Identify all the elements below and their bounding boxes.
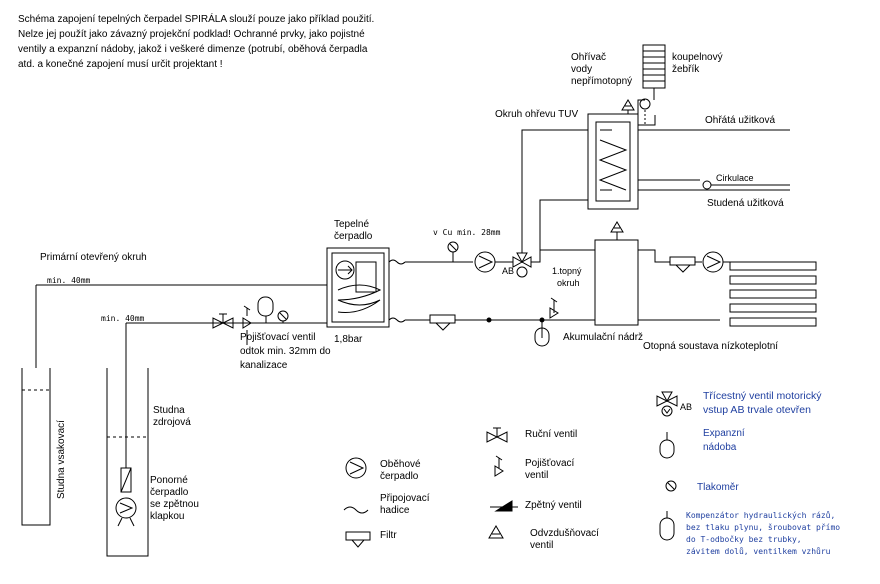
legend-hose-icon — [343, 506, 369, 514]
legend-odvzdusnovaci-2: ventil — [530, 540, 554, 551]
legend-pripojovaci: Připojovací — [380, 493, 430, 504]
legend-vent-icon — [488, 525, 504, 539]
legend-kompenzator-1: Kompenzátor hydraulických rázů, — [686, 511, 836, 520]
note-line-3: ventily a expanzní nádoby, jakož i veške… — [18, 44, 368, 55]
legend-expanzni-2: nádoba — [703, 442, 737, 453]
legend-kompenzator-4: závitem dolů, ventilkem vzhůru — [686, 547, 831, 556]
legend-pripojovaci-2: hadice — [380, 505, 410, 516]
legend-trojcestny-2: vstup AB trvale otevřen — [703, 404, 811, 416]
label-vcu: v Cu min. 28mm — [433, 228, 501, 237]
expanzni-nadoba-icon — [257, 296, 274, 317]
label-zdrojova: zdrojová — [153, 417, 191, 428]
odvzdusnovaci-tank-icon — [610, 221, 624, 233]
label-okruh-tuv: Okruh ohřevu TUV — [495, 109, 579, 120]
label-ohrata: Ohřátá užitková — [705, 115, 776, 126]
label-otopna: Otopná soustava nízkoteplotní — [643, 341, 779, 352]
label-ab: AB — [502, 266, 515, 276]
odvzdusnovaci-top-icon — [621, 99, 635, 111]
legend-filter-icon — [345, 531, 371, 541]
legend-obehove: Oběhové — [380, 459, 421, 470]
pojistovaci-ventil-icon — [242, 317, 252, 329]
label-studena: Studená užitková — [707, 198, 784, 209]
legend-pojistovaci: Pojišťovací — [525, 458, 575, 469]
label-tepelne: Tepelné — [334, 219, 370, 230]
filtr-icon — [429, 314, 456, 324]
legend-expansion-icon — [659, 439, 675, 459]
ponorne-cerpadlo-icon — [115, 497, 137, 519]
label-studna-vsak: Studna vsakovací — [56, 420, 67, 499]
label-se-zpetnou: se zpětnou — [150, 499, 199, 510]
label-pojist-3: kanalizace — [240, 360, 288, 371]
koupelnovy-zebrik — [642, 44, 666, 100]
label-primarni: Primární otevřený okruh — [40, 252, 147, 263]
ponorne-cerpadlo-checkvalve-icon — [120, 467, 132, 493]
label-neprimotopny: nepřímotopný — [571, 76, 633, 87]
legend-compensator-icon — [659, 517, 675, 541]
legend-kompenzator-2: bez tlaku plynu, šroubovat přímo — [686, 523, 841, 532]
label-topny: 1.topný — [552, 266, 582, 276]
label-pojist-2: odtok min. 32mm do — [240, 346, 331, 357]
tepelne-cerpadlo — [312, 247, 406, 328]
label-ohrivac: Ohřívač — [571, 52, 607, 63]
legend-odvzdusnovaci: Odvzdušňovací — [530, 528, 599, 539]
legend-safety-valve-icon — [494, 465, 504, 477]
label-cirkulace: Cirkulace — [716, 173, 754, 183]
label-akumulacni: Akumulační nádrž — [563, 332, 644, 343]
legend-trojcestny: Třícestný ventil motorický — [703, 390, 822, 402]
vsakovaci-well — [21, 284, 312, 526]
legend-hand-valve-icon — [486, 431, 508, 443]
legend-pojistovaci-2: ventil — [525, 470, 549, 481]
akumulacni-nadrz — [594, 221, 730, 326]
label-vody: vody — [571, 64, 593, 75]
legend-3way-valve-icon — [656, 395, 678, 407]
legend-zpetny: Zpětný ventil — [525, 500, 582, 511]
label-okruh: okruh — [557, 278, 580, 288]
label-zebrik: žebřík — [672, 64, 700, 75]
otopna-soustava — [729, 261, 817, 327]
legend-ab: AB — [680, 402, 693, 412]
label-bar: 1,8bar — [334, 334, 363, 345]
return-piping — [405, 297, 595, 347]
label-cerpadlo: čerpadlo — [334, 231, 373, 242]
legend-icons — [343, 391, 678, 548]
legend-gauge-icon — [665, 480, 677, 492]
label-pojist-1: Pojišťovací ventil — [240, 332, 316, 343]
label-ponorne: Ponorné — [150, 475, 188, 486]
ohrivac-vody — [587, 98, 790, 210]
label-studna: Studna — [153, 405, 185, 416]
label-ponorne-cerpadlo: čerpadlo — [150, 487, 189, 498]
label-koupelnovy: koupelnový — [672, 52, 723, 63]
filtr-2-icon — [669, 256, 696, 266]
expanzni-nadoba-2-icon — [534, 327, 550, 347]
cirkulace-pump-icon — [702, 180, 712, 190]
legend-filtr: Filtr — [380, 530, 397, 541]
legend-expanzni: Expanzní — [703, 428, 745, 439]
note-line-4: atd. a konečné zapojení musí určit proje… — [18, 59, 223, 70]
label-klapkou: klapkou — [150, 511, 185, 522]
legend-pump-icon — [345, 457, 367, 479]
legend-tlakomer: Tlakoměr — [697, 482, 739, 493]
legend-obehove-2: čerpadlo — [380, 471, 419, 482]
label-min40-a: min. 40mm — [47, 276, 91, 285]
label-min40-b: min. 40mm — [101, 314, 145, 323]
legend-kompenzator-3: do T-odbočky bez trubky, — [686, 535, 802, 544]
supply-piping — [405, 129, 595, 278]
rucni-ventil-icon — [212, 317, 234, 329]
note-line-2: Nelze jej použít jako závazný projekční … — [18, 29, 365, 40]
primary-valves — [212, 296, 289, 345]
note-line-1: Schéma zapojení tepelných čerpadel SPIRÁ… — [18, 14, 375, 25]
legend-rucni: Ruční ventil — [525, 429, 578, 440]
